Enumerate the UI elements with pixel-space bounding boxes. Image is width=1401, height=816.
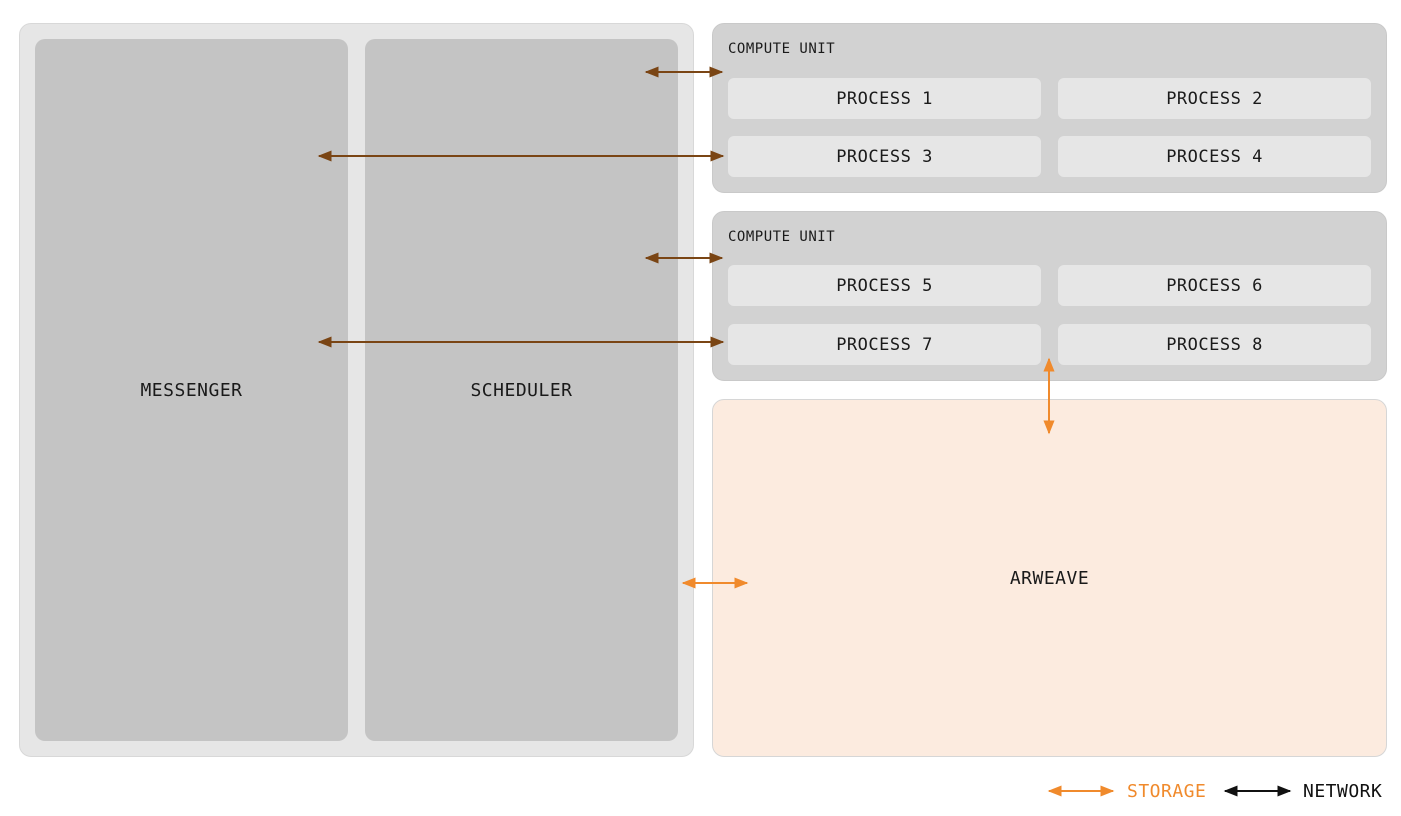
process-1: PROCESS 1 (728, 78, 1041, 119)
process-4: PROCESS 4 (1058, 136, 1371, 177)
process-2: PROCESS 2 (1058, 78, 1371, 119)
scheduler-label: SCHEDULER (470, 379, 573, 401)
legend-network-label: NETWORK (1303, 781, 1383, 802)
process-3: PROCESS 3 (728, 136, 1041, 177)
legend-storage-label: STORAGE (1127, 781, 1207, 802)
messenger-block: MESSENGER (35, 39, 348, 741)
process-8: PROCESS 8 (1058, 324, 1371, 365)
compute-unit-2-title: COMPUTE UNIT (728, 229, 836, 245)
arweave-block: ARWEAVE (712, 399, 1387, 757)
process-6: PROCESS 6 (1058, 265, 1371, 306)
arweave-label: ARWEAVE (1009, 567, 1090, 589)
compute-unit-1-title: COMPUTE UNIT (728, 41, 836, 57)
process-5: PROCESS 5 (728, 265, 1041, 306)
process-7: PROCESS 7 (728, 324, 1041, 365)
messenger-label: MESSENGER (140, 379, 243, 401)
